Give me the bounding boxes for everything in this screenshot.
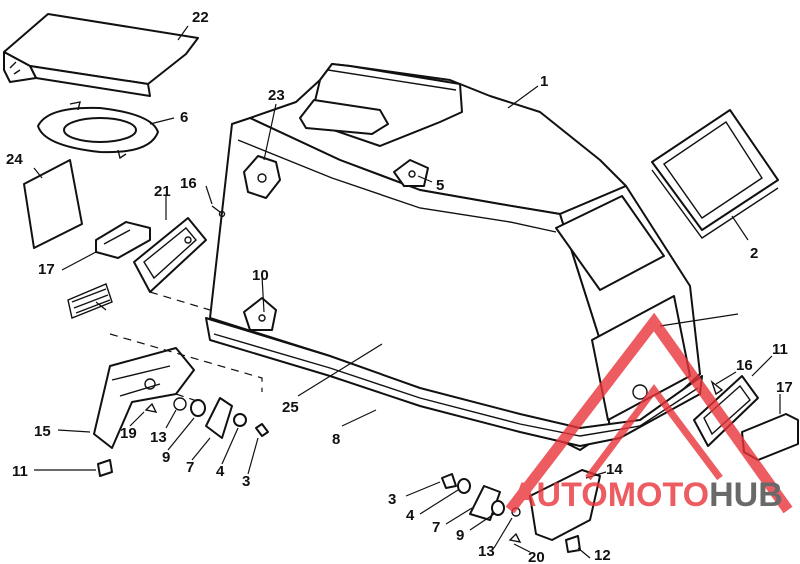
- part-16-right-screw: [710, 379, 724, 396]
- part-4-right-washer: [457, 478, 471, 494]
- watermark-auto: AUTO: [512, 476, 608, 514]
- part-16-top-screw: [211, 205, 226, 218]
- part-7-left-plate: [205, 397, 233, 439]
- part-6-oval-seal: [37, 101, 159, 160]
- callout-19: 21: [154, 183, 171, 200]
- callout-20: 22: [192, 9, 209, 26]
- part-9-left-washer: [190, 399, 206, 417]
- part-2-rear-window: [651, 109, 779, 239]
- callout-10: 10: [252, 267, 269, 284]
- part-4-left-washer: [233, 413, 247, 427]
- callout-2: 2: [750, 245, 758, 262]
- part-15-left-bracket: [93, 347, 195, 449]
- part-12-right-frame: [693, 375, 759, 447]
- part-1-main-cowl: [205, 63, 703, 451]
- part-3-left-bolt: [255, 423, 269, 437]
- callout-13-right: 13: [478, 543, 495, 560]
- watermark-moto: MOTO: [608, 476, 709, 514]
- callout-6: 6: [180, 109, 188, 126]
- callout-23: 25: [282, 399, 299, 416]
- callout-3-right: 3: [388, 491, 396, 508]
- part-25-label: [67, 283, 113, 319]
- callout-17-left: 17: [38, 261, 55, 278]
- callout-4-left: 4: [216, 463, 225, 480]
- callout-14: 14: [606, 461, 623, 478]
- part-13-left-washer: [173, 397, 187, 411]
- callout-3-left: 3: [242, 473, 250, 490]
- svg-text:AUTOMOTOHUB: AUTOMOTOHUB: [512, 476, 783, 514]
- callout-18-left: 19: [120, 425, 137, 442]
- callout-16-right: 16: [736, 357, 753, 374]
- callout-9-right: 9: [456, 527, 464, 544]
- callout-15: 15: [34, 423, 51, 440]
- part-18-right-clip: [508, 532, 522, 543]
- callout-1: 1: [540, 73, 548, 90]
- part-22-gasket: [23, 159, 83, 249]
- callout-8: 8: [332, 431, 340, 448]
- callout-13-left: 13: [150, 429, 167, 446]
- callout-labels: 22 1 2 5 6 8 10 23 24 17 21 16 25 11 16 …: [6, 9, 793, 564]
- watermark-hub: HUB: [709, 476, 783, 514]
- callout-18-right: 20: [528, 549, 545, 564]
- part-17-left-grommet: [95, 221, 151, 259]
- part-21-knob: [243, 155, 281, 199]
- callout-21: 23: [268, 87, 285, 104]
- callout-12: 11: [772, 341, 788, 358]
- part-9-right-washer: [491, 500, 505, 516]
- part-10-latch-plate: [243, 297, 277, 331]
- callout-11-right: 12: [594, 547, 611, 564]
- part-11-left-stud: [97, 459, 113, 477]
- assembly-lines: [109, 291, 263, 403]
- callout-7-right: 7: [432, 519, 440, 536]
- part-20-top-cover: [3, 13, 199, 97]
- callout-5: 5: [436, 177, 444, 194]
- callout-17-right: 17: [776, 379, 793, 396]
- callout-11-left: 11: [12, 463, 28, 480]
- part-14-right-bracket: [529, 469, 601, 541]
- part-11-right-stud: [565, 535, 581, 553]
- part-3-right-bolt: [441, 473, 457, 489]
- part-19-frame: [133, 217, 207, 293]
- callout-22: 24: [6, 151, 23, 168]
- watermark: AUTOMOTOHUB: [505, 312, 793, 514]
- callout-4-right: 4: [406, 507, 415, 524]
- part-18-left-clip: [144, 402, 158, 413]
- callout-7-left: 7: [186, 459, 194, 476]
- callout-16-top: 16: [180, 175, 197, 192]
- part-5-latch-plate: [393, 159, 429, 187]
- callout-9-left: 9: [162, 449, 170, 466]
- leader-lines: [33, 25, 781, 559]
